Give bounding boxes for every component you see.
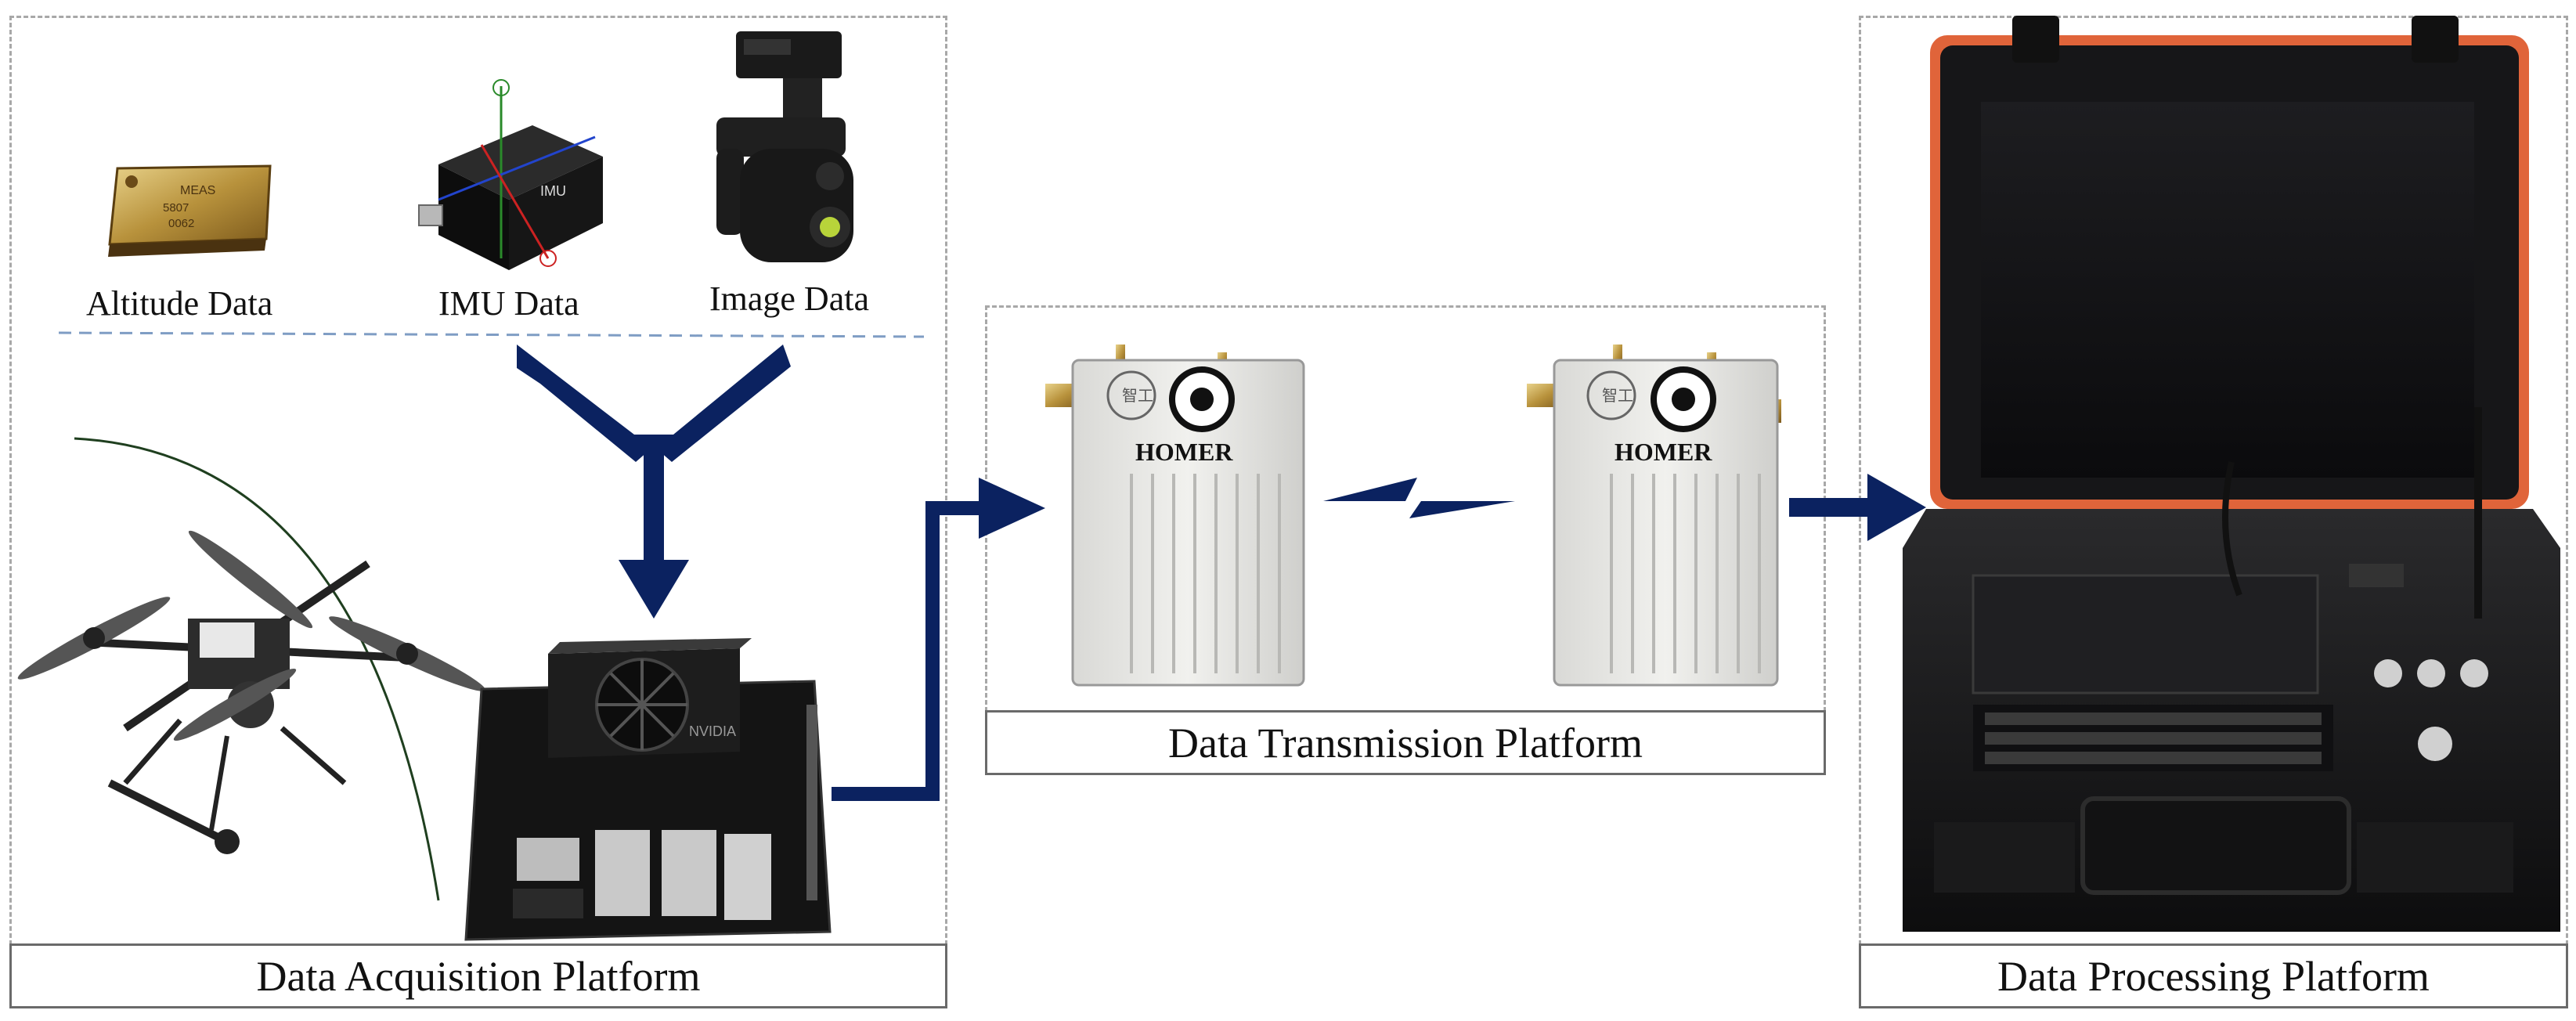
gimbal-camera-icon bbox=[716, 31, 853, 262]
drone-icon bbox=[17, 437, 485, 901]
altimeter-sensor-icon: MEAS 5807 0062 bbox=[108, 164, 272, 257]
wireless-link-icon bbox=[1323, 478, 1515, 518]
acquisition-platform-label: Data Acquisition Platform bbox=[9, 943, 947, 1008]
radio-transmitter-icon: 智工 HOMER bbox=[1045, 345, 1305, 687]
svg-text:0062: 0062 bbox=[168, 217, 194, 230]
radio-logo-text: 智工 bbox=[1602, 387, 1633, 405]
board-text: NVIDIA bbox=[689, 723, 736, 739]
radio-brand: HOMER bbox=[1135, 438, 1233, 466]
imu-text: IMU bbox=[540, 183, 566, 199]
imu-data-label: IMU Data bbox=[438, 284, 579, 323]
radio-brand: HOMER bbox=[1615, 438, 1712, 466]
altimeter-text: MEAS bbox=[180, 184, 215, 197]
arrow-to-processing bbox=[1789, 474, 1926, 541]
jetson-board-icon: NVIDIA bbox=[464, 638, 832, 941]
altitude-data-label: Altitude Data bbox=[86, 284, 273, 323]
merge-arrow bbox=[517, 345, 791, 619]
image-data-label: Image Data bbox=[709, 280, 869, 318]
radio-receiver-icon: 智工 HOMER bbox=[1527, 345, 1781, 687]
imu-sensor-icon: IMU bbox=[418, 79, 603, 270]
arrow-to-transmission bbox=[832, 478, 1045, 801]
svg-text:5807: 5807 bbox=[163, 201, 189, 215]
processing-platform-label: Data Processing Platform bbox=[1859, 943, 2568, 1008]
radio-logo-text: 智工 bbox=[1122, 387, 1153, 405]
sensor-separator-line bbox=[58, 331, 925, 338]
processing-case-icon bbox=[1903, 16, 2560, 932]
transmission-platform-label: Data Transmission Platform bbox=[985, 710, 1826, 775]
